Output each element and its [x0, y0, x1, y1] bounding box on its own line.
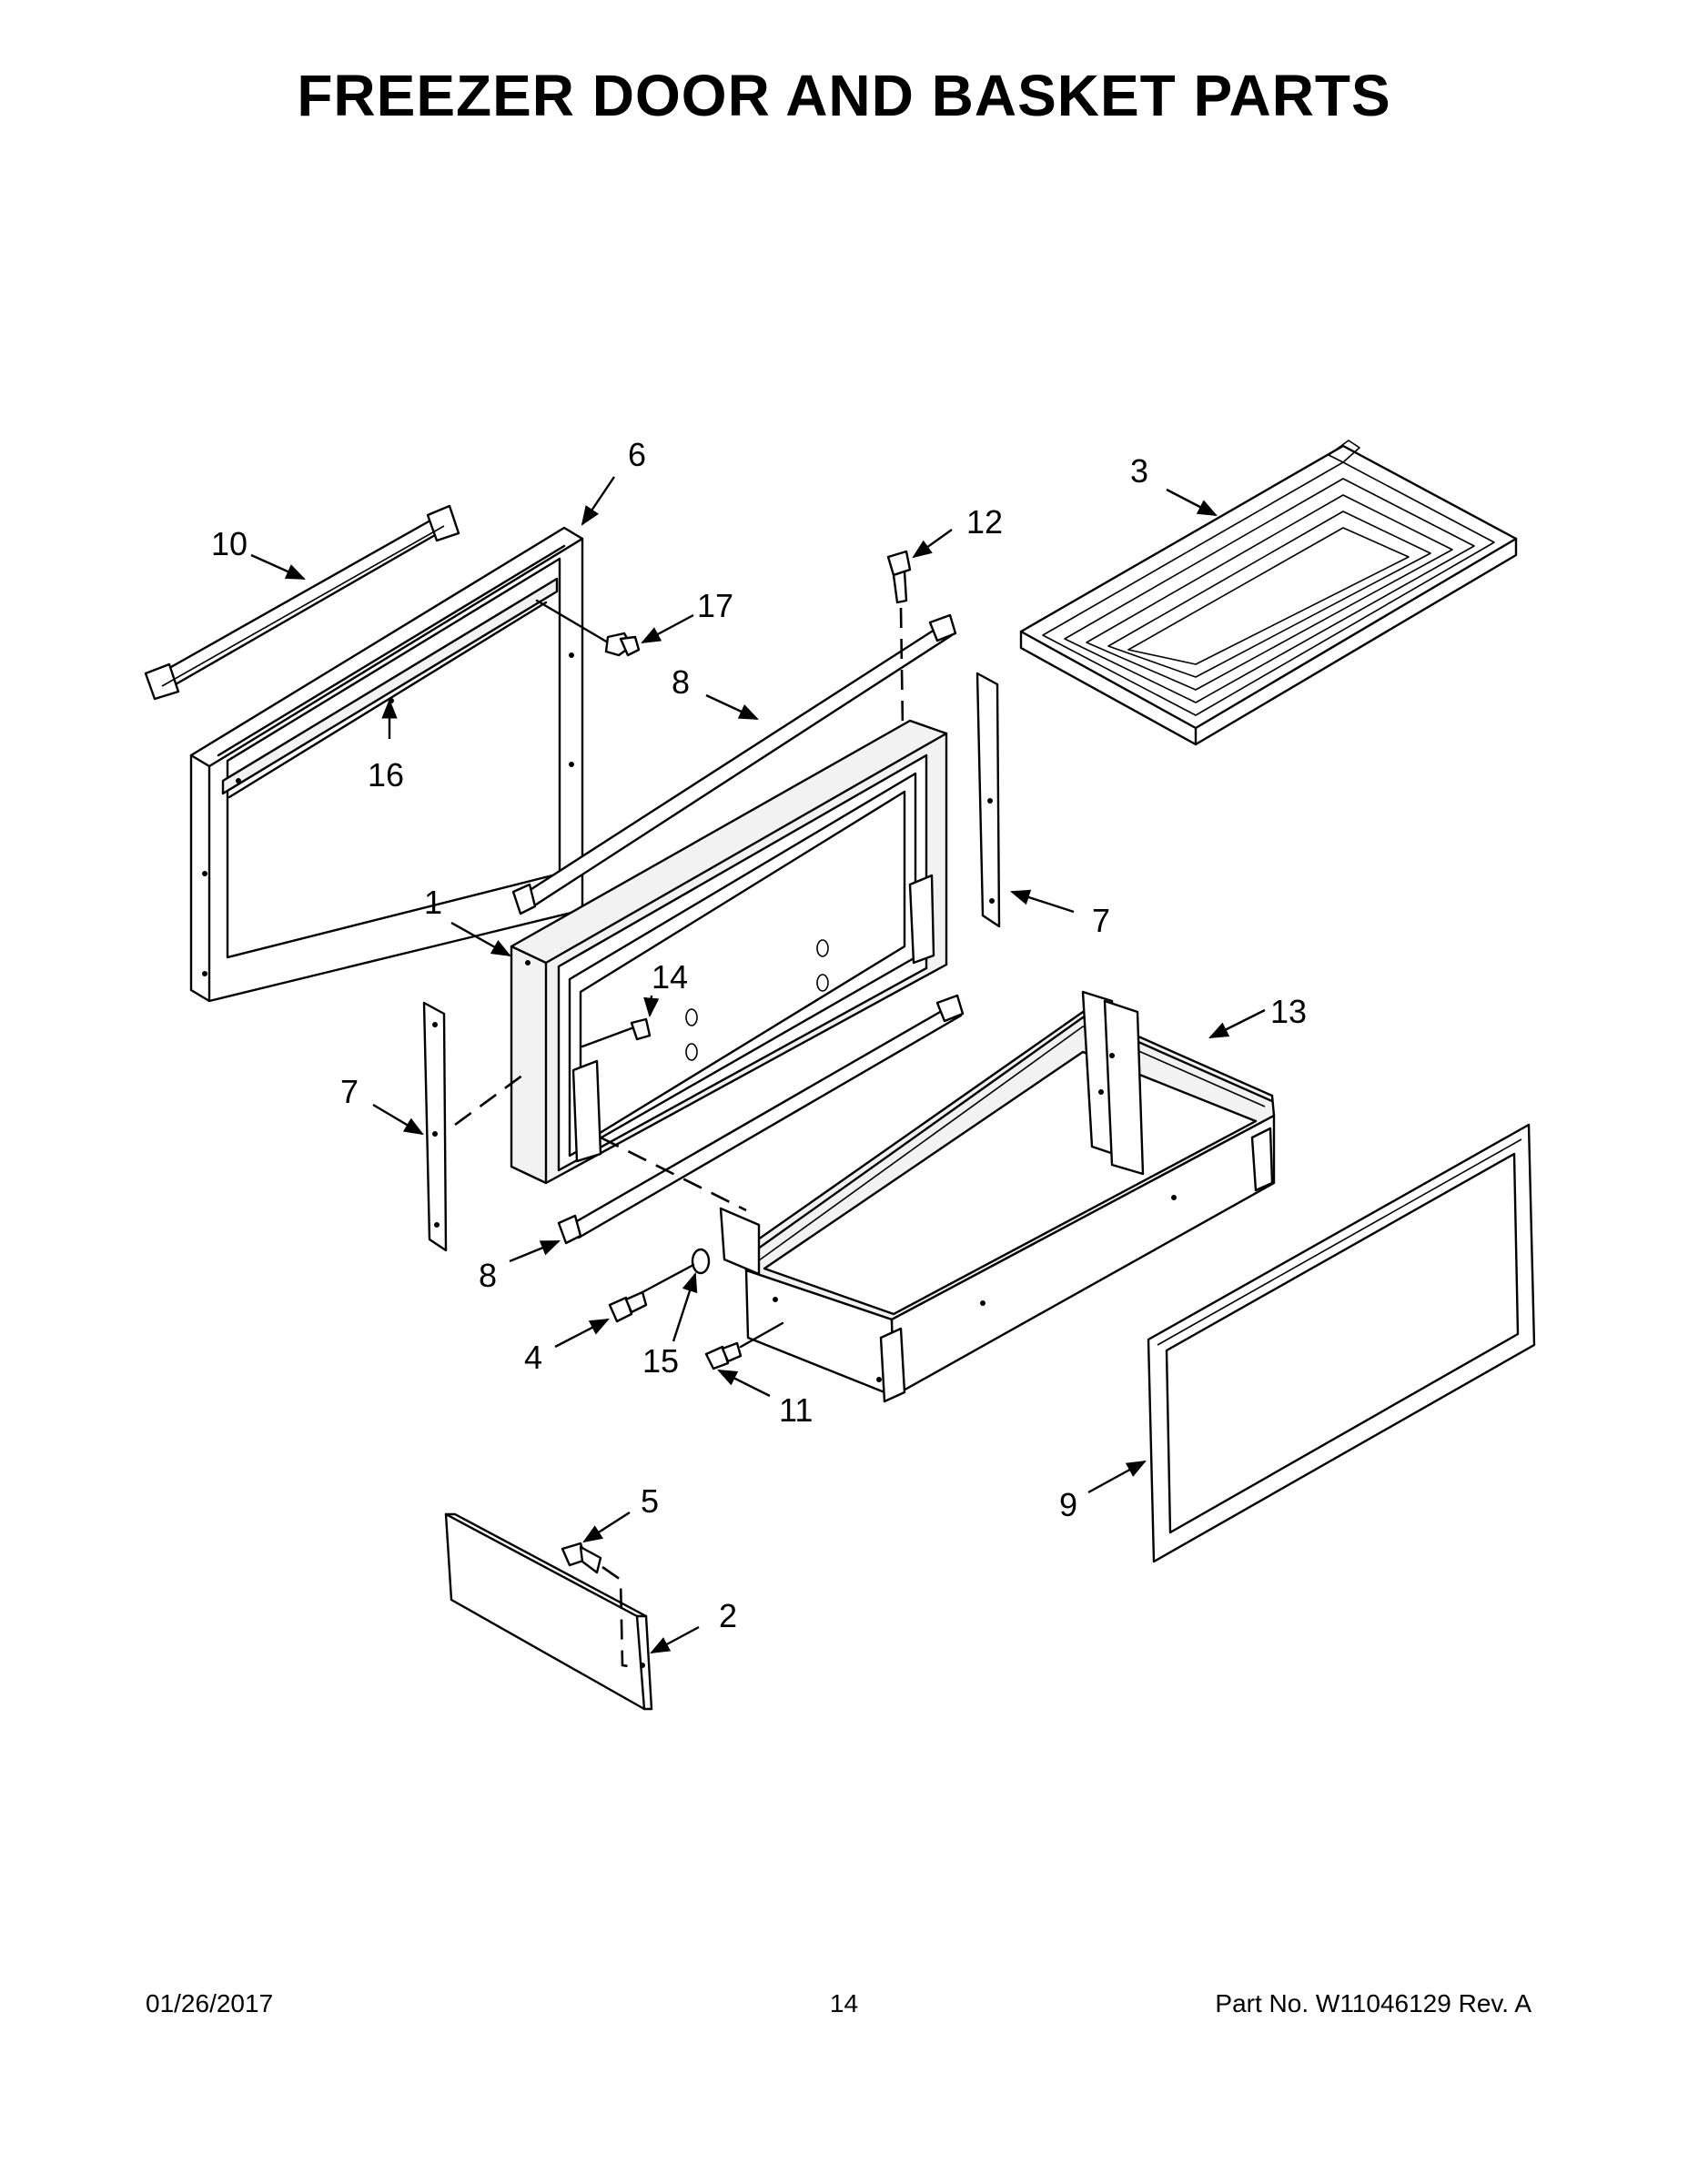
callout-1: 1 — [424, 884, 442, 921]
page-title: FREEZER DOOR AND BASKET PARTS — [297, 63, 1391, 128]
callout-2: 2 — [719, 1597, 737, 1634]
callout-16: 16 — [368, 756, 404, 794]
callout-6: 6 — [628, 436, 646, 473]
callout-5: 5 — [641, 1482, 659, 1520]
side-bracket-right-part-7 — [975, 672, 1001, 928]
callout-4: 4 — [524, 1339, 542, 1376]
callout-7-right: 7 — [1092, 902, 1110, 939]
callout-15: 15 — [642, 1342, 679, 1380]
basket-part-13 — [600, 990, 1276, 1403]
callout-9: 9 — [1059, 1486, 1077, 1523]
footer-page-number: 14 — [829, 1989, 859, 2017]
callout-14: 14 — [652, 958, 688, 996]
callout-12: 12 — [966, 503, 1003, 541]
callout-3: 3 — [1130, 452, 1148, 490]
callout-8-lower: 8 — [479, 1257, 497, 1294]
trim-strip-upper-part-8 — [511, 613, 957, 915]
callout-7-left: 7 — [340, 1073, 359, 1110]
footer-date: 01/26/2017 — [146, 1989, 274, 2017]
callout-8-upper: 8 — [672, 663, 690, 701]
inner-door-panel-part-1 — [510, 719, 948, 1185]
callout-11: 11 — [779, 1391, 813, 1429]
screw-part-5 — [561, 1542, 636, 1669]
gasket-part-9 — [1147, 1123, 1536, 1563]
leader-arrows — [250, 476, 1266, 1654]
screw-part-17 — [535, 599, 641, 657]
side-bracket-left-part-7 — [422, 1001, 531, 1252]
screw-part-11 — [704, 1321, 784, 1370]
door-frame-part-6 — [189, 526, 584, 1003]
screw-part-4 — [608, 1290, 648, 1323]
callout-13: 13 — [1270, 993, 1307, 1030]
trim-strip-lower-part-8 — [557, 994, 965, 1245]
nut-part-14 — [581, 1017, 652, 1048]
footer-part-number: Part No. W11046129 Rev. A — [1215, 1989, 1531, 2017]
washer-part-15 — [641, 1248, 711, 1294]
handle-bar-part-10 — [144, 504, 460, 701]
shelf-grate-part-3 — [1019, 440, 1518, 746]
callout-10: 10 — [211, 525, 248, 562]
callout-17: 17 — [697, 587, 733, 624]
screw-part-12 — [886, 550, 912, 729]
bottom-trim-part-2 — [444, 1512, 653, 1711]
